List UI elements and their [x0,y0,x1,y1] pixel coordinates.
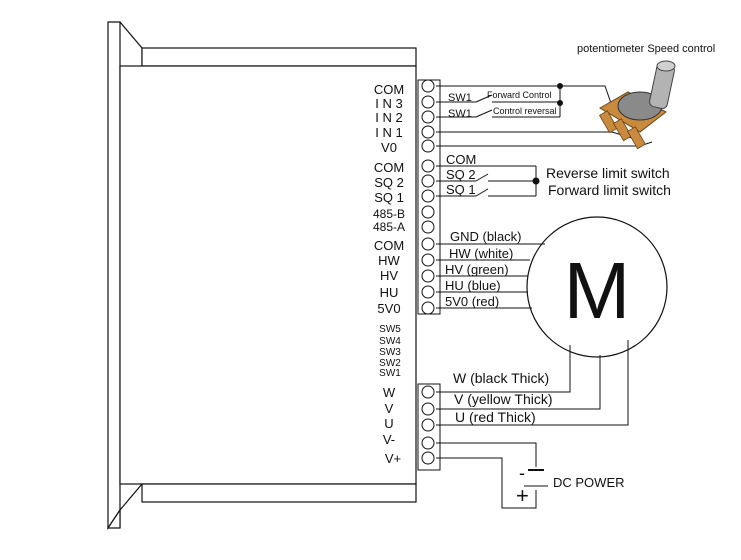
terminal-label: 485-B [373,207,405,221]
power-minus: - [519,463,525,483]
terminal-label: COM [374,160,404,175]
terminal-screw [421,95,435,109]
forward-control-label: Forward Control [487,90,552,100]
terminal-label: SQ 2 [374,175,404,190]
hall-wiring [436,243,545,309]
junction-dot [532,177,540,185]
dip-switch-label: SW4 [379,336,401,347]
terminal-screw [421,220,435,234]
terminal-screw [421,110,435,124]
terminal-screw [421,269,435,283]
terminal-label: V0 [381,140,397,155]
phase-wire-labels: W (black Thick) V (yellow Thick) U (red … [453,370,553,425]
terminal-screw [421,174,435,188]
wire-label: SQ 1 [446,182,476,197]
wire-label: GND (black) [450,229,522,244]
terminal-screw [421,237,435,251]
phase-wiring [436,340,629,426]
terminal-screw [421,385,435,399]
junction-dot [557,100,563,106]
sw1-forward-label: SW1 [448,92,472,104]
terminal-label: I N 2 [375,110,402,125]
terminal-screw [421,79,435,93]
dc-power-label: DC POWER [553,475,625,490]
forward-limit-label: Forward limit switch [548,182,671,198]
terminal-screws [421,79,435,465]
motor: M [526,216,668,358]
limit-terminal-labels: COM SQ 2 SQ 1 [374,160,404,205]
terminal-screw [421,451,435,465]
terminal-screw [421,189,435,203]
control-reversal-label: Control reversal [493,106,557,116]
terminal-screw [421,205,435,219]
power-plus: + [516,483,529,508]
terminal-label: HU [380,285,399,300]
wire-label: U (red Thick) [455,409,536,425]
terminal-screw [421,159,435,173]
junction-dot [557,83,563,89]
terminal-screw [421,125,435,139]
terminal-label: I N 1 [375,125,402,140]
switch-labels: SW1 Forward Control SW1 Control reversal [448,90,557,120]
terminal-label: V+ [385,451,401,466]
wire-label: HU (blue) [445,278,501,293]
limit-wire-labels: COM SQ 2 SQ 1 [446,152,476,197]
power-terminal-labels: V- V+ [383,432,401,466]
wire-label: SQ 2 [446,167,476,182]
terminal-label: I N 3 [375,96,402,111]
terminal-label: COM [374,82,404,97]
wire-label: HV (green) [445,262,509,277]
terminal-label: COM [374,238,404,253]
terminal-label: W [383,385,396,400]
motor-label: M [564,246,631,335]
terminal-label: HW [378,253,400,268]
dc-power-wiring [436,442,548,509]
terminal-label: 5V0 [377,301,400,316]
dc-power: - + DC POWER [516,463,625,508]
wire-label: V (yellow Thick) [454,391,553,407]
terminal-label: U [384,416,393,431]
terminal-screw [421,253,435,267]
rs485-terminal-labels: 485-B 485-A [373,207,405,234]
terminal-screw [421,301,435,315]
terminal-screw [421,402,435,416]
terminal-screw [421,285,435,299]
terminal-screw [421,418,435,432]
terminal-label: V- [383,432,395,447]
terminal-screw [421,139,435,153]
hall-wire-labels: GND (black) HW (white) HV (green) HU (bl… [445,229,522,309]
wire-label: COM [446,152,476,167]
terminal-label: V [385,401,394,416]
potentiometer-label: potentiometer Speed control [577,43,715,55]
potentiometer: potentiometer Speed control [577,43,715,150]
sw1-reverse-label: SW1 [448,108,472,120]
dip-switch-labels: SW5 SW4 SW3 SW2 SW1 [379,324,401,379]
dip-switch-label: SW3 [379,347,401,358]
terminal-label: SQ 1 [374,190,404,205]
limit-switch-labels: Reverse limit switch Forward limit switc… [546,165,671,198]
controller-housing [106,21,417,530]
terminal-screw [421,436,435,450]
wire-label: 5V0 (red) [445,294,499,309]
terminal-label: HV [380,268,398,283]
hall-terminal-labels: COM HW HV HU 5V0 [374,238,404,316]
dip-switch-label: SW5 [379,324,401,335]
dip-switch-label: SW2 [379,358,401,369]
wire-label: W (black Thick) [453,370,549,386]
terminal-label: 485-A [373,220,405,234]
reverse-limit-label: Reverse limit switch [546,165,670,181]
control-junctions [557,83,563,106]
dip-switch-label: SW1 [379,368,401,379]
wire-label: HW (white) [449,246,513,261]
control-terminal-labels: COM I N 3 I N 2 I N 1 V0 [374,82,404,155]
phase-terminal-labels: W V U [383,385,396,431]
